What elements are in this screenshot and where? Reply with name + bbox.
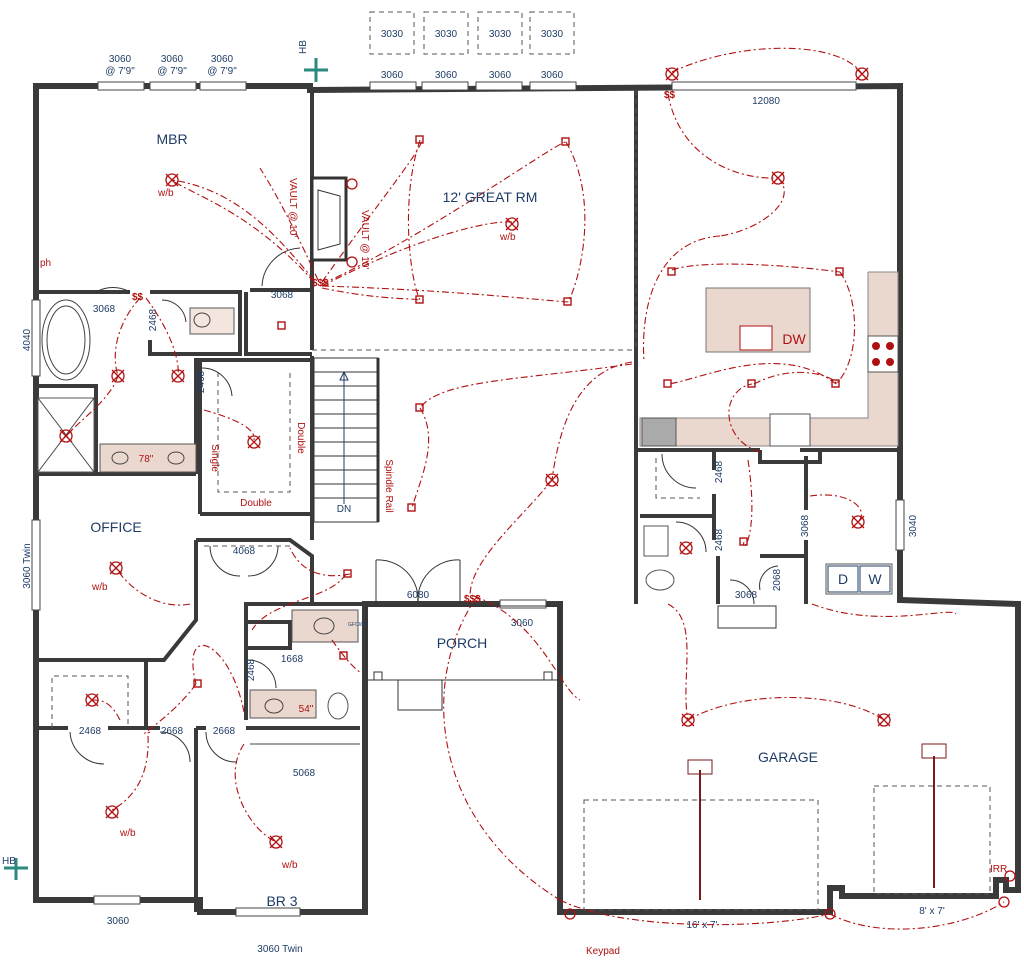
room-names: MBR 12' GREAT RM OFFICE PORCH GARAGE BR …	[90, 131, 818, 909]
closet-dashes	[51, 545, 292, 728]
vanity-label: 54"	[299, 704, 314, 715]
garage-door-label: 8' x 7'	[919, 906, 945, 917]
door-label: 3068	[735, 590, 758, 601]
hose-bibs: HB HB	[2, 40, 328, 880]
window-label: @ 7'9"	[157, 66, 187, 77]
electrical-labels: w/b w/b w/b w/b w/b ph Keypad IRR VAULT …	[40, 90, 1007, 957]
window-label: 3030	[435, 29, 458, 40]
window-label: 3060 Twin	[22, 543, 33, 588]
switch-label: $$	[664, 90, 676, 101]
window-label: 3060	[435, 70, 458, 81]
door-label: 2068	[772, 568, 783, 591]
window-label: 3060	[381, 70, 404, 81]
hb-label: HB	[2, 856, 16, 867]
door-label: 1668	[281, 654, 304, 665]
clerestory-windows: 3030 3030 3030 3030	[369, 11, 575, 55]
interior-walls	[36, 90, 900, 912]
door-label: 6080	[407, 590, 430, 601]
shelf-label: Double	[240, 498, 272, 509]
window-label: 12080	[752, 96, 780, 107]
window-label: 3060	[211, 54, 234, 65]
room-division-lines	[312, 90, 637, 351]
switch-label: $$$	[464, 594, 481, 605]
doors	[69, 247, 779, 765]
window-label: @ 7'9"	[207, 66, 237, 77]
mbr-bath-fixtures: 78"	[37, 299, 235, 473]
window-label: @ 7'9"	[105, 66, 135, 77]
stairs: DN Spindle Rail	[313, 357, 394, 523]
switch-label: $$$	[312, 278, 329, 289]
room-label-great-room: 12' GREAT RM	[443, 189, 538, 205]
shelf-label: Double	[295, 422, 306, 454]
washer-label: W	[868, 571, 882, 587]
wb-label: w/b	[91, 582, 108, 593]
top-window-labels: 3060 @ 7'9" 3060 @ 7'9" 3060 @ 7'9" 3060…	[105, 54, 780, 107]
wb-label: w/b	[157, 188, 174, 199]
door-label: 2468	[714, 460, 725, 483]
wb-label: w/b	[281, 860, 298, 871]
room-label-mbr: MBR	[156, 131, 187, 147]
porch: 6080	[365, 559, 561, 711]
window-label: 3030	[489, 29, 512, 40]
exterior-walls	[33, 82, 1021, 915]
window-label: 3040	[908, 514, 919, 537]
door-label: 3068	[271, 290, 294, 301]
top-windows	[97, 81, 857, 91]
gfci-label: GFCI/HP	[348, 622, 369, 628]
wb-label: w/b	[119, 828, 136, 839]
vanity-label: 78"	[139, 454, 154, 465]
window-label: 3060	[511, 618, 534, 629]
room-label-office: OFFICE	[90, 519, 141, 535]
garage: 16' x 7' 8' x 7'	[583, 743, 991, 931]
window-label: 4040	[22, 328, 33, 351]
window-label: 3060	[489, 70, 512, 81]
vault-note: VAULT @ 10'	[287, 178, 298, 237]
door-label: 2468	[79, 726, 102, 737]
hall-bath: 54" GFCI/HP	[249, 609, 369, 720]
spindle-rail-label: Spindle Rail	[383, 459, 394, 512]
window-label: 3060	[161, 54, 184, 65]
utility-rooms: D W	[643, 458, 893, 629]
closet-shelves: Single Double Double	[209, 372, 306, 509]
door-label: 2468	[246, 658, 257, 681]
window-label: 3030	[381, 29, 404, 40]
window-label: 3060	[107, 916, 130, 927]
door-label: 2468	[148, 308, 159, 331]
switch-label: $$	[132, 292, 144, 303]
dishwasher-label: DW	[782, 331, 806, 347]
window-label: 3060 Twin	[257, 944, 302, 955]
wb-label: w/b	[499, 232, 516, 243]
kitchen: DW	[639, 271, 899, 447]
door-label: 2668	[161, 726, 184, 737]
door-label: 2668	[213, 726, 236, 737]
door-label: 3068	[800, 514, 811, 537]
door-label: 5068	[293, 768, 316, 779]
side-windows	[31, 299, 905, 917]
fireplace	[310, 176, 348, 262]
shelf-label: Single	[209, 444, 220, 472]
garage-door-label: 16' x 7'	[686, 920, 717, 931]
electrical-devices	[59, 67, 1016, 920]
room-label-br3: BR 3	[266, 893, 297, 909]
irr-label: IRR	[990, 864, 1007, 875]
window-label: 3060	[541, 70, 564, 81]
hb-label: HB	[298, 40, 309, 54]
electrical-wiring	[65, 47, 1005, 930]
door-label: 2468	[196, 370, 207, 393]
room-label-porch: PORCH	[437, 635, 488, 651]
ph-label: ph	[40, 258, 51, 269]
door-labels: 3068 3068 2468 2468 4068 2468 2468 3068 …	[79, 290, 811, 779]
stair-dn-label: DN	[337, 504, 351, 515]
window-label: 3060	[109, 54, 132, 65]
window-label: 3030	[541, 29, 564, 40]
dryer-label: D	[838, 571, 848, 587]
door-label: 3068	[93, 304, 116, 315]
door-label: 2468	[714, 528, 725, 551]
door-label: 4068	[233, 546, 256, 557]
room-label-garage: GARAGE	[758, 749, 818, 765]
keypad-label: Keypad	[586, 946, 620, 957]
vault-note: VAULT @ 10'	[359, 210, 370, 269]
